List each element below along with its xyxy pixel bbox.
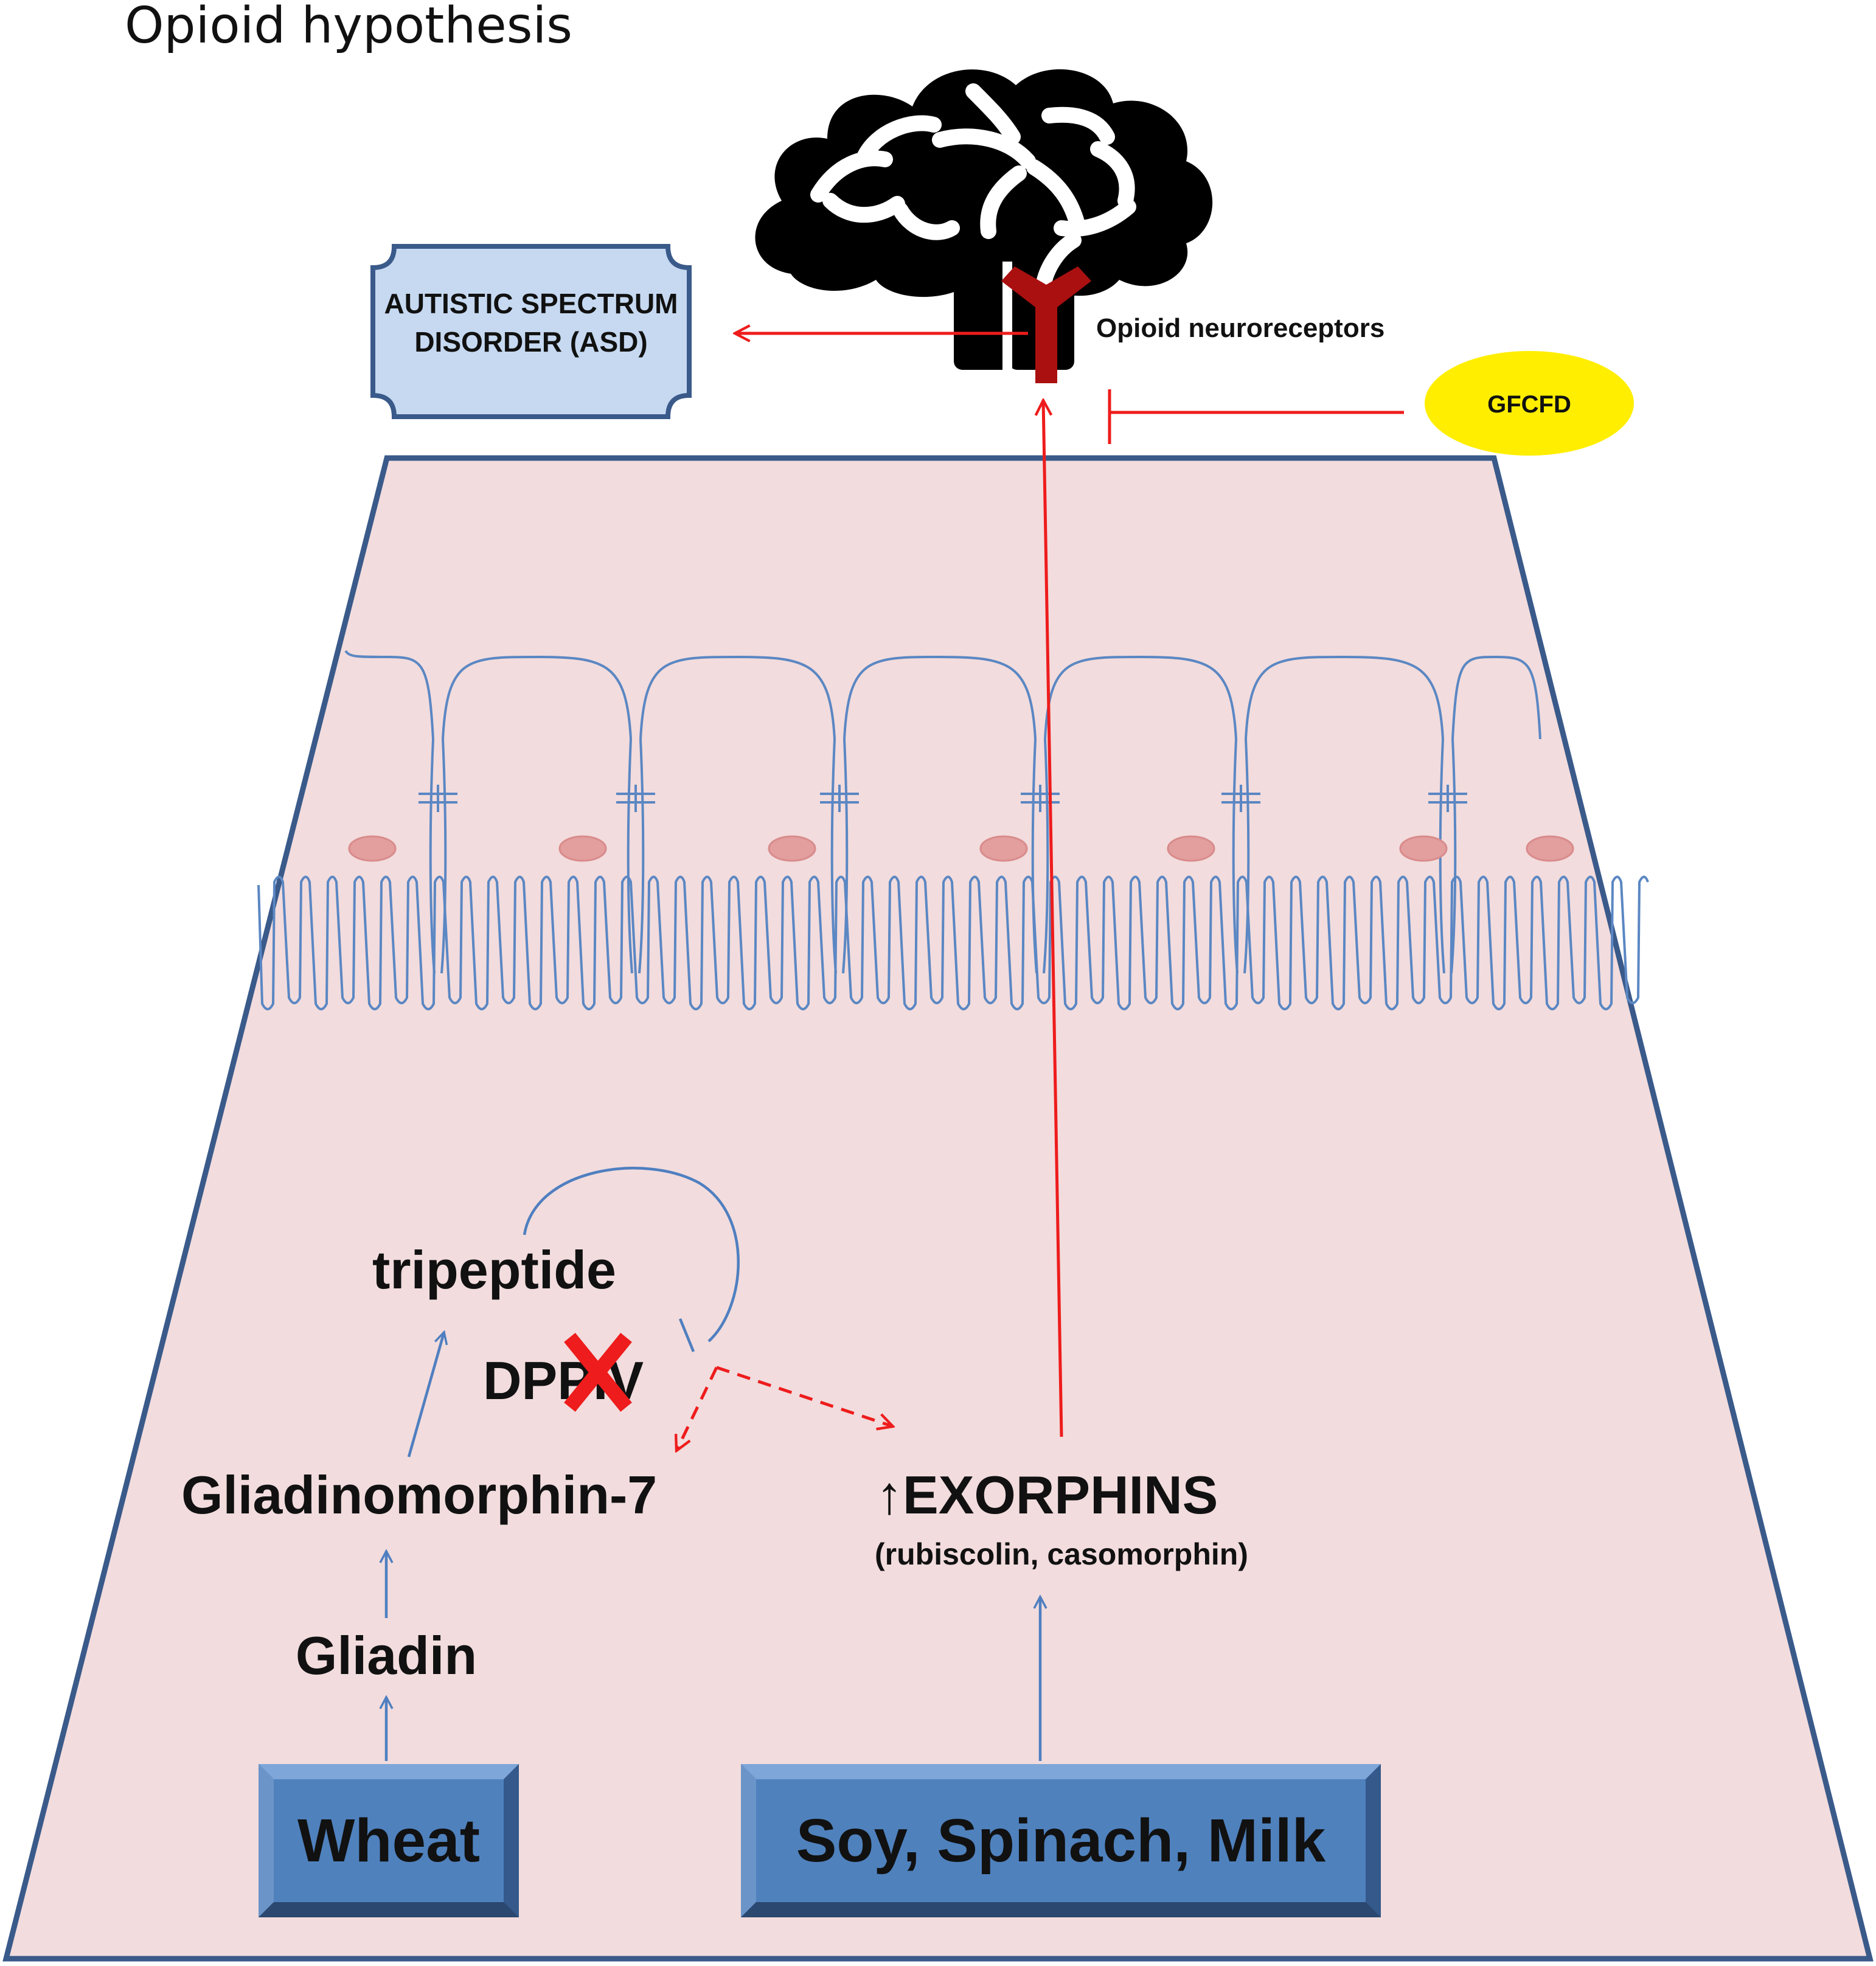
cell-nucleus bbox=[979, 835, 1028, 862]
dppiv-to-exorphins-dashed-arrow bbox=[716, 1366, 893, 1426]
wheat-box: Wheat bbox=[259, 1764, 519, 1917]
villus-crown bbox=[344, 650, 1541, 740]
soy-spinach-milk-box: Soy, Spinach, Milk bbox=[741, 1764, 1381, 1917]
gfcfd-label: GFCFD bbox=[1487, 391, 1571, 418]
opioid-neuroreceptors-label: Opioid neuroreceptors bbox=[1096, 313, 1384, 343]
dppiv-to-gliadinomorphin-dashed-arrow bbox=[676, 1366, 718, 1451]
lateral-membrane bbox=[627, 738, 645, 974]
tripeptide-inhibition-bar bbox=[678, 1318, 695, 1352]
dppiv-blocked-x-icon bbox=[564, 1333, 632, 1412]
lateral-membrane bbox=[1439, 738, 1457, 974]
cell-nucleus bbox=[348, 835, 397, 862]
asd-label-line2: DISORDER (ASD) bbox=[414, 326, 647, 358]
tripeptide-inhibition-arc bbox=[523, 1167, 740, 1343]
wheat-label: Wheat bbox=[297, 1807, 480, 1875]
diagram-title: Opioid hypothesis bbox=[125, 0, 572, 55]
opioid-receptor-icon bbox=[1001, 266, 1091, 383]
gfcfd-ellipse bbox=[1425, 351, 1634, 456]
microvilli bbox=[257, 875, 1649, 1010]
cell-nucleus bbox=[1167, 835, 1215, 862]
gliadin-label: Gliadin bbox=[296, 1625, 477, 1686]
exorphins-to-receptor-arrow bbox=[1043, 400, 1063, 1437]
exorphins-sublabel: (rubiscolin, casomorphin) bbox=[875, 1537, 1248, 1571]
cell-nucleus bbox=[768, 835, 816, 862]
asd-box: AUTISTIC SPECTRUM DISORDER (ASD) bbox=[370, 244, 692, 419]
gut-lumen bbox=[2, 455, 1874, 1962]
exorphins-label: ↑EXORPHINS bbox=[876, 1465, 1218, 1525]
cell-nucleus bbox=[558, 835, 607, 862]
tripeptide-label: tripeptide bbox=[372, 1240, 616, 1300]
gliadinomorphin-label: Gliadinomorphin-7 bbox=[181, 1465, 657, 1525]
lateral-membrane bbox=[830, 738, 849, 974]
cell-nucleus bbox=[1399, 835, 1448, 862]
lateral-membrane bbox=[1232, 738, 1250, 974]
soy-spinach-milk-label: Soy, Spinach, Milk bbox=[796, 1807, 1326, 1875]
gliadinomorphin-to-tripeptide-arrow bbox=[407, 1332, 444, 1457]
cell-nucleus bbox=[1526, 835, 1574, 862]
intestinal-epithelium bbox=[257, 650, 1649, 1010]
asd-label-line1: AUTISTIC SPECTRUM bbox=[384, 288, 678, 319]
lateral-membrane bbox=[429, 738, 447, 974]
